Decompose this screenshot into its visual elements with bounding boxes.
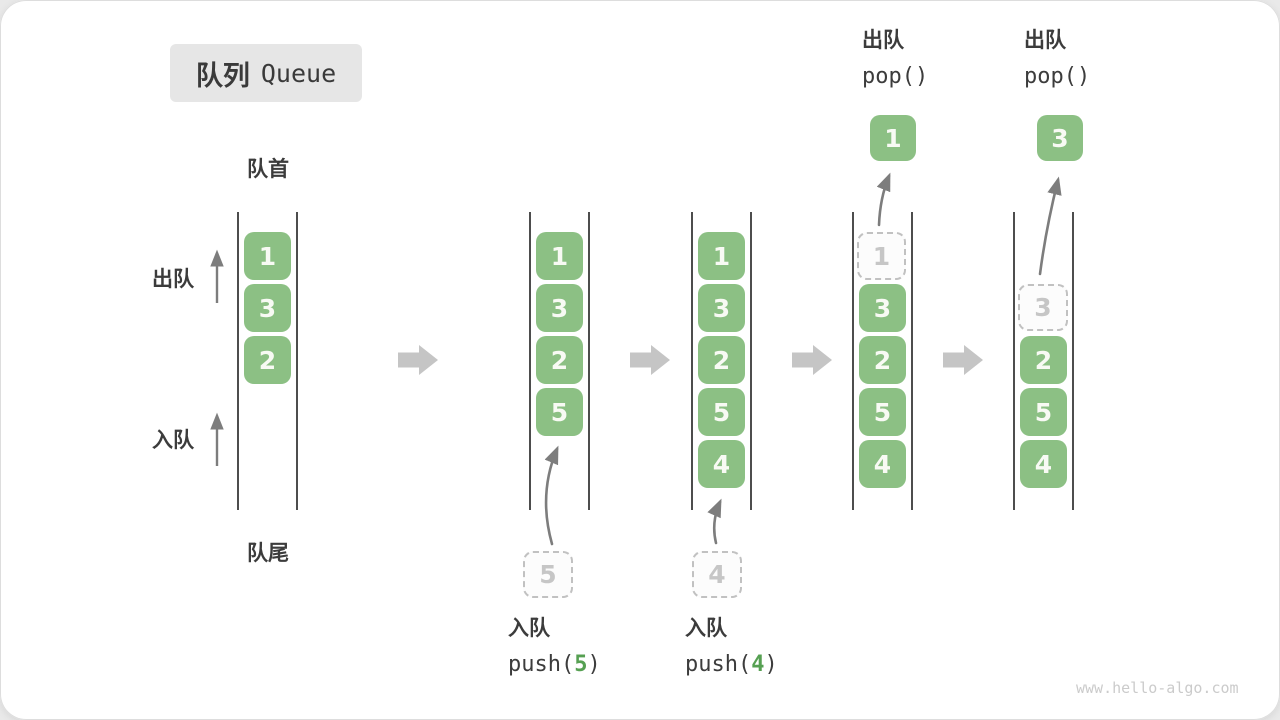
code-arg: 4 <box>751 652 765 678</box>
queue-cell: 2 <box>698 336 745 384</box>
queue-cell: 1 <box>698 232 745 280</box>
code-close: ) <box>764 652 778 678</box>
push5-arrow <box>544 445 559 546</box>
transition-arrow-3 <box>792 345 832 375</box>
title-badge: 队列 Queue <box>170 44 362 102</box>
popped-value-cell: 1 <box>870 115 916 161</box>
queue-wall-right <box>750 212 752 510</box>
queue-wall-right <box>588 212 590 510</box>
enqueue-op-code: push(5) <box>508 652 601 678</box>
queue-wall-left <box>691 212 693 510</box>
dequeue-op-label: 出队 pop() <box>1024 28 1090 91</box>
queue-wall-left <box>852 212 854 510</box>
incoming-ghost-cell: 5 <box>523 551 573 598</box>
queue-wall-right <box>1072 212 1074 510</box>
enqueue-op-label: 入队 push(5) <box>508 616 601 679</box>
queue-cell: 2 <box>244 336 291 384</box>
popped-ghost-cell: 3 <box>1018 284 1068 331</box>
queue-cell: 5 <box>536 388 583 436</box>
queue-cell: 2 <box>1020 336 1067 384</box>
queue-cell: 1 <box>244 232 291 280</box>
queue-rear-label: 队尾 <box>247 541 289 565</box>
dequeue-op-label: 出队 pop() <box>862 28 928 91</box>
code-open: push( <box>508 652 575 678</box>
watermark: www.hello-algo.com <box>1076 679 1239 697</box>
queue-wall-left <box>1013 212 1015 510</box>
queue-cell: 3 <box>698 284 745 332</box>
code-open: push( <box>685 652 752 678</box>
queue-front-label: 队首 <box>247 157 289 181</box>
enqueue-op-zh: 入队 <box>508 616 550 640</box>
transition-arrow-4 <box>943 345 983 375</box>
queue-cell: 5 <box>1020 388 1067 436</box>
queue-cell: 1 <box>536 232 583 280</box>
queue-cell: 2 <box>859 336 906 384</box>
queue-cell: 3 <box>859 284 906 332</box>
enqueue-side-label: 入队 <box>152 428 194 452</box>
pop1-arrow <box>876 172 891 227</box>
incoming-ghost-cell: 4 <box>692 551 742 598</box>
queue-wall-right <box>911 212 913 510</box>
queue-wall-right <box>296 212 298 510</box>
push4-arrow <box>707 498 722 545</box>
queue-cell: 4 <box>698 440 745 488</box>
popped-value-cell: 3 <box>1037 115 1083 161</box>
queue-cell: 4 <box>1020 440 1067 488</box>
transition-arrow-2 <box>630 345 670 375</box>
transition-arrow-1 <box>398 345 438 375</box>
code-arg: 5 <box>574 652 588 678</box>
dequeue-op-zh: 出队 <box>1024 28 1066 52</box>
dequeue-op-code: pop() <box>1024 64 1091 90</box>
queue-cell: 4 <box>859 440 906 488</box>
enqueue-op-code: push(4) <box>685 652 778 678</box>
popped-ghost-cell: 1 <box>857 232 906 280</box>
title-en: Queue <box>260 58 337 88</box>
enqueue-op-label: 入队 push(4) <box>685 616 778 679</box>
queue-cell: 5 <box>698 388 745 436</box>
enqueue-op-zh: 入队 <box>685 616 727 640</box>
pop2-arrow <box>1038 176 1062 276</box>
queue-cell: 3 <box>536 284 583 332</box>
queue-wall-left <box>237 212 239 510</box>
queue-cell: 5 <box>859 388 906 436</box>
queue-wall-left <box>529 212 531 510</box>
dequeue-op-code: pop() <box>862 64 929 90</box>
title-zh: 队列 <box>195 60 250 92</box>
queue-cell: 2 <box>536 336 583 384</box>
dequeue-op-zh: 出队 <box>862 28 904 52</box>
code-close: ) <box>587 652 601 678</box>
dequeue-side-label: 出队 <box>152 267 194 291</box>
queue-cell: 3 <box>244 284 291 332</box>
